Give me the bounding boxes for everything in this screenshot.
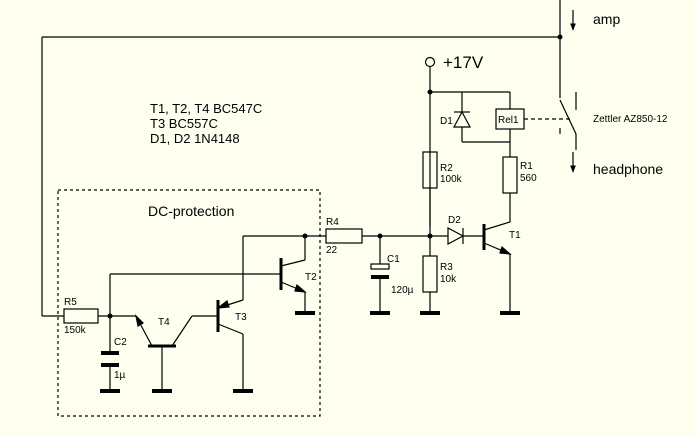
r3-value-label: 10k [440, 274, 457, 285]
r4-body [325, 228, 363, 244]
notes-line-1: T1, T2, T4 BC547C [150, 101, 262, 116]
junction-dot [427, 233, 433, 239]
d2-ref-label: D2 [448, 215, 461, 226]
c1-plate-pos [370, 263, 390, 270]
junction-dot [557, 34, 563, 40]
dc-protection-box [57, 189, 321, 417]
r5-ref-label: R5 [64, 297, 77, 308]
r5-body [63, 308, 99, 324]
t4-ref-label: T4 [158, 317, 170, 328]
r4-value-label: 22 [326, 245, 338, 256]
r1-value-label: 560 [520, 173, 537, 184]
r2-value-label: 100k [440, 174, 463, 185]
d2-body [447, 227, 465, 245]
output-headphone-label: headphone [593, 161, 663, 177]
r3-body [422, 255, 438, 293]
r4-ref-label: R4 [326, 217, 339, 228]
c2-ref-label: C2 [114, 337, 127, 348]
junction-dot [107, 313, 113, 319]
notes-line-3: D1, D2 1N4148 [150, 131, 240, 146]
t2-ref-label: T2 [305, 272, 317, 283]
relay-switch-blade [559, 99, 577, 135]
box-title: DC-protection [148, 203, 234, 219]
t1-ref-label: T1 [509, 230, 521, 241]
r5-value-label: 150k [64, 325, 87, 336]
r3-ref-label: R3 [440, 262, 453, 273]
junction-dot [427, 89, 433, 95]
relay-ref-label: Rel1 [498, 115, 519, 126]
c2-value-label: 1µ [114, 370, 126, 381]
supply-terminal [424, 56, 436, 68]
output-amp-label: amp [593, 11, 620, 27]
c1-value-label: 120µ [391, 285, 414, 296]
d1-ref-label: D1 [440, 116, 453, 127]
r2-ref-label: R2 [440, 163, 453, 174]
d1-body [453, 110, 471, 128]
supply-label: +17V [443, 53, 484, 72]
relay-part-label: Zettler AZ850-12 [593, 114, 668, 125]
t3-ref-label: T3 [235, 312, 247, 323]
r1-ref-label: R1 [520, 161, 533, 172]
junction-dot [377, 233, 383, 239]
junction-dot [302, 233, 308, 239]
notes-line-2: T3 BC557C [150, 116, 218, 131]
c1-ref-label: C1 [387, 254, 400, 265]
r1-body [502, 156, 518, 194]
